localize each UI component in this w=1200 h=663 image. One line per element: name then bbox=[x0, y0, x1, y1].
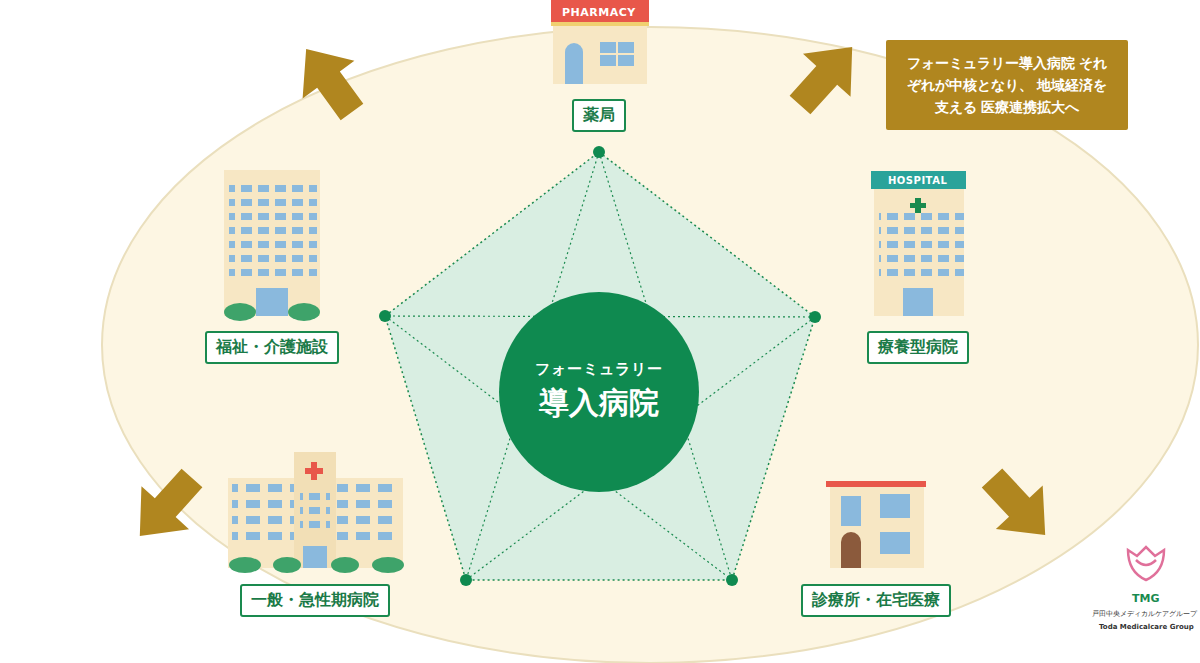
pentagon-network bbox=[379, 146, 821, 586]
node-text: 薬局 bbox=[583, 105, 615, 126]
node-text: 療養型病院 bbox=[878, 337, 958, 358]
welfare-building bbox=[224, 170, 320, 321]
sign-text: PHARMACY bbox=[562, 6, 636, 19]
place-label-box: 診療所・在宅医療 bbox=[801, 584, 951, 617]
logo-mark: TMG bbox=[1132, 592, 1159, 605]
node-text: 福祉・介護施設 bbox=[216, 337, 328, 358]
place-label-box: 福祉・介護施設 bbox=[205, 331, 339, 364]
place-label-box: 療養型病院 bbox=[867, 331, 969, 364]
logo-text: 戸田中央メディカルケアグループ bbox=[1092, 609, 1197, 619]
node-subtext: 導入病院 bbox=[539, 383, 659, 424]
place-label-box: 薬局 bbox=[572, 99, 626, 132]
pharmacy-building bbox=[551, 0, 649, 84]
clinic-building bbox=[826, 481, 926, 568]
node-text: フォーミュラリー導入病院 それぞれが中核となり、 地域経済を支える 医療連携拡大… bbox=[900, 52, 1114, 118]
node-text: 一般・急性期病院 bbox=[251, 590, 379, 611]
center-circle: フォーミュラリー導入病院 bbox=[499, 292, 699, 492]
place-label-box: 一般・急性期病院 bbox=[240, 584, 390, 617]
callout-box: フォーミュラリー導入病院 それぞれが中核となり、 地域経済を支える 医療連携拡大… bbox=[886, 40, 1128, 130]
hospital-building bbox=[871, 171, 966, 316]
general-hospital-building bbox=[228, 452, 404, 573]
node-text: 診療所・在宅医療 bbox=[812, 590, 940, 611]
logo-icon bbox=[1128, 547, 1164, 580]
sign-text: HOSPITAL bbox=[888, 175, 947, 186]
region-ellipse bbox=[102, 27, 1198, 663]
node-text: フォーミュラリー bbox=[535, 360, 663, 379]
logo-text: Toda Medicalcare Group bbox=[1099, 623, 1194, 631]
